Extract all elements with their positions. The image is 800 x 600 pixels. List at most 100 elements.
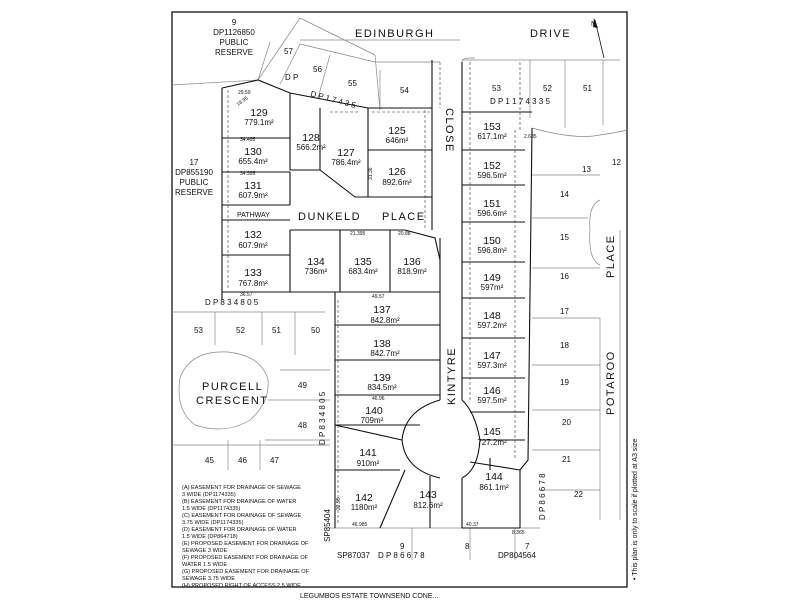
existing-lot: 18 <box>560 341 569 350</box>
road-place: PLACE <box>382 211 426 223</box>
road-purcell: PURCELL <box>202 381 263 393</box>
lot-137-number: 137 <box>373 304 391 316</box>
legend-line: (A) EASEMENT FOR DRAINAGE OF SEWAGE <box>182 485 301 491</box>
reserve-left-dp: DP855190 <box>175 168 213 177</box>
dim-21-395: 21.395 <box>350 231 366 237</box>
lot-153-area: 617.1m² <box>477 132 507 141</box>
road-place-right: PLACE <box>605 234 617 278</box>
lot-152-area: 596.5m² <box>477 171 507 180</box>
lot-138-area: 842.7m² <box>370 349 400 358</box>
dim-31-36: 31.36 <box>368 167 374 180</box>
lot-153-number: 153 <box>483 121 501 133</box>
legend-line: 3 WIDE (DP1174335) <box>182 492 236 498</box>
lot-141-area: 910m² <box>357 459 380 468</box>
existing-lot: 46 <box>238 456 247 465</box>
lot-152-number: 152 <box>483 160 501 172</box>
dp-label: D P 8 6 6 7 8 <box>538 473 547 520</box>
lot-136-number: 136 <box>403 256 421 268</box>
dimensions: 29.59 18.95 34.495 34.995 21.395 20.88 3… <box>236 90 537 536</box>
existing-lot: 17 <box>560 307 569 316</box>
dim-46-96: 46.96 <box>372 396 385 402</box>
existing-lot: 52 <box>543 84 552 93</box>
dp-label: D P 1 7 4 3 5 <box>309 89 357 110</box>
lot-136-area: 818.9m² <box>397 267 427 276</box>
legend-line: WATER 1.5 WIDE <box>182 562 227 568</box>
dim-36-57: 36.57 <box>240 292 253 298</box>
lot-150-number: 150 <box>483 235 501 247</box>
north-label: N <box>591 21 596 28</box>
existing-lot: 22 <box>574 490 583 499</box>
existing-cadastre <box>171 17 628 560</box>
existing-lot: 16 <box>560 272 569 281</box>
existing-lot: 52 <box>236 326 245 335</box>
lot-127-number: 127 <box>337 147 355 159</box>
road-dunkeld: DUNKELD <box>298 211 361 223</box>
dim-18-95: 18.95 <box>236 95 250 107</box>
existing-lot: 47 <box>270 456 279 465</box>
lot-125-area: 646m² <box>386 136 409 145</box>
existing-lot: 54 <box>400 86 409 95</box>
reserve-top-l2: RESERVE <box>215 48 253 57</box>
dim-49-57: 49.57 <box>372 294 385 300</box>
lot-142-number: 142 <box>355 492 373 504</box>
legend-line: 1.5 WIDE (DP1174335) <box>182 506 240 512</box>
dp-label: D P 8 6 6 7 8 <box>378 551 425 560</box>
lot-138-number: 138 <box>373 338 391 350</box>
dim-46-985: 46.985 <box>352 522 368 528</box>
lot-151-number: 151 <box>483 198 501 210</box>
dim-34-995: 34.995 <box>240 171 256 177</box>
dp-label: D P 8 3 4 8 0 5 <box>318 391 327 445</box>
lot-139-number: 139 <box>373 372 391 384</box>
lot-148-area: 597.2m² <box>477 321 507 330</box>
lot-129-number: 129 <box>250 107 268 119</box>
existing-lot: 57 <box>284 47 293 56</box>
existing-lot: 45 <box>205 456 214 465</box>
lot-131-area: 607.9m² <box>238 191 268 200</box>
existing-lot: 51 <box>583 84 592 93</box>
lot-140-number: 140 <box>365 405 383 417</box>
dim-40-37: 40.37 <box>466 522 479 528</box>
lot-149-number: 149 <box>483 272 501 284</box>
reserve-top-l1: PUBLIC <box>220 38 249 47</box>
existing-lot: 56 <box>313 65 322 74</box>
lot-134-number: 134 <box>307 256 325 268</box>
sp-label: SP87037 <box>337 551 370 560</box>
lot-128-area: 566.2m² <box>296 143 326 152</box>
existing-lot: 53 <box>194 326 203 335</box>
lot-139-area: 834.5m² <box>367 383 397 392</box>
lot-125-number: 125 <box>388 125 406 137</box>
dim-29-59: 29.59 <box>238 90 251 96</box>
lot-135-number: 135 <box>354 256 372 268</box>
lot-135-area: 683.4m² <box>348 267 378 276</box>
existing-lot: 14 <box>560 190 569 199</box>
lot-146-area: 597.5m² <box>477 396 507 405</box>
existing-lot: 15 <box>560 233 569 242</box>
road-close: CLOSE <box>443 108 455 153</box>
existing-lot: 9 <box>400 542 405 551</box>
road-kintyre: KINTYRE <box>446 347 458 405</box>
dim-34-495: 34.495 <box>240 137 256 143</box>
road-crescent: CRESCENT <box>196 395 269 407</box>
lot-129-area: 779.1m² <box>244 118 274 127</box>
lot-130-area: 655.4m² <box>238 157 268 166</box>
legend-line: 1.5 WIDE (DP864718) <box>182 534 238 540</box>
existing-lot: 55 <box>348 79 357 88</box>
existing-lot: 20 <box>562 418 571 427</box>
dim-22-95: 22.95 <box>336 497 342 510</box>
scale-note: • This plan is only to scale if plotted … <box>632 439 639 580</box>
lot-147-number: 147 <box>483 350 501 362</box>
legend-line: SEWAGE 3 WIDE <box>182 548 227 554</box>
existing-lot: 51 <box>272 326 281 335</box>
lot-146-number: 146 <box>483 385 501 397</box>
reserve-left-l2: RESERVE <box>175 188 213 197</box>
lot-134-area: 736m² <box>305 267 328 276</box>
existing-lot: 50 <box>311 326 320 335</box>
legend-line: 3.75 WIDE (DP1174335) <box>182 520 244 526</box>
existing-lot: 8 <box>465 542 470 551</box>
legend-line: (F) PROPOSED EASEMENT FOR DRAINAGE OF <box>182 555 309 561</box>
lot-132-area: 607.9m² <box>238 241 268 250</box>
dim-2-685: 2.685 <box>524 134 537 140</box>
existing-lot: 7 <box>525 542 530 551</box>
legend-line: (D) EASEMENT FOR DRAINAGE OF WATER <box>182 527 297 533</box>
